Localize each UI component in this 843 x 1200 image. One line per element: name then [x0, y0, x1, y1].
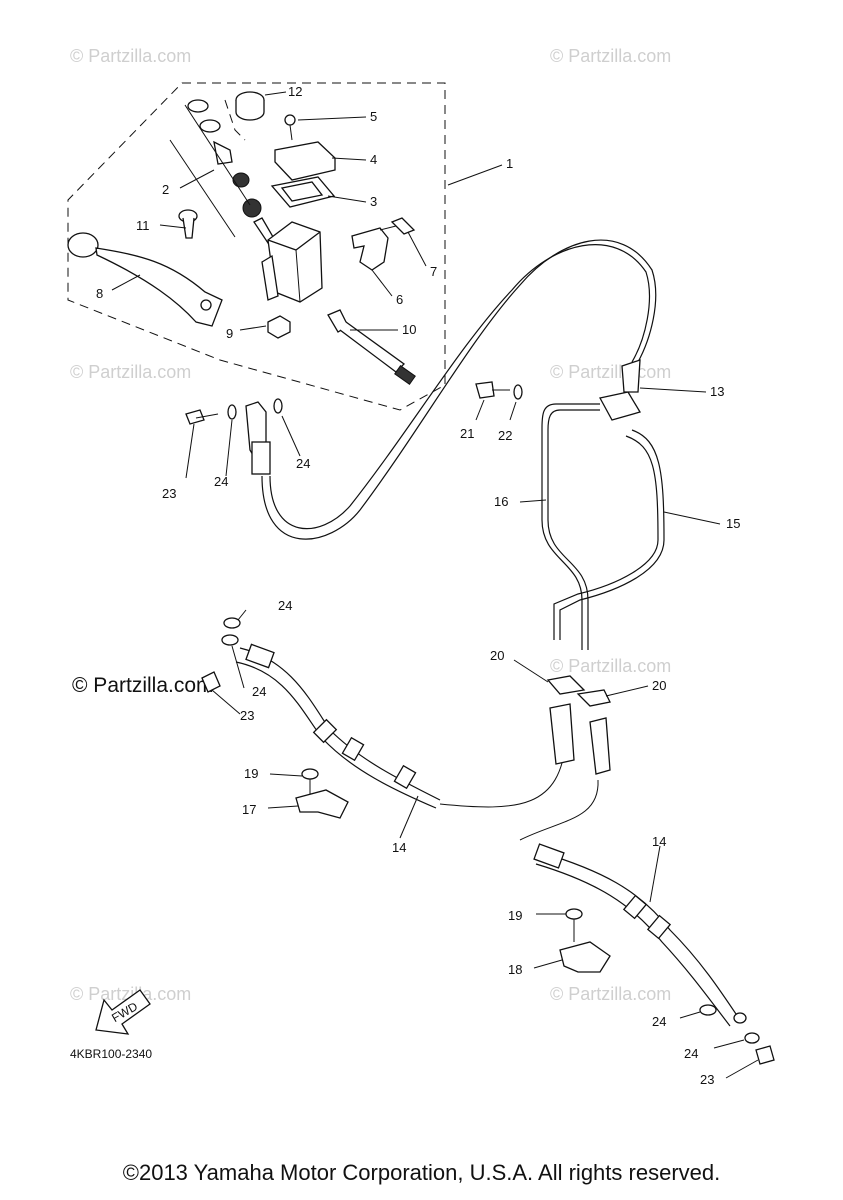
part-18-clamp[interactable]: [559, 941, 611, 973]
callout-2: 2: [162, 182, 169, 197]
part-15-brake-pipe[interactable]: [559, 429, 665, 640]
watermark: © Partzilla.com: [70, 46, 191, 66]
diagram-code: 4KBR100-2340: [70, 1047, 152, 1061]
callout-16: 16: [494, 494, 508, 509]
callout-22: 22: [498, 428, 512, 443]
part-19-bolt[interactable]: [301, 768, 319, 800]
callout-12: 12: [288, 84, 302, 99]
part-21-bolt[interactable]: [475, 381, 510, 399]
watermark: © Partzilla.com: [550, 656, 671, 676]
part-9-nut[interactable]: [267, 315, 291, 339]
part-7-bolt[interactable]: [379, 217, 416, 235]
watermark: © Partzilla.com: [550, 984, 671, 1004]
part-19-bolt[interactable]: [565, 908, 583, 942]
callout-14: 14: [392, 840, 406, 855]
part-14-right-lower-hose[interactable]: [519, 717, 747, 1027]
watermark: © Partzilla.com: [550, 46, 671, 66]
callout-23: 23: [240, 708, 254, 723]
watermark: © Partzilla.com: [70, 362, 191, 382]
part-3-diaphragm[interactable]: [270, 176, 336, 208]
part-13-joint[interactable]: [599, 359, 641, 421]
watermarks: © Partzilla.com © Partzilla.com © Partzi…: [70, 46, 671, 1004]
leader-lines-lower: [185, 387, 759, 1079]
callout-19: 19: [244, 766, 258, 781]
part-24-washer[interactable]: [699, 1004, 717, 1016]
part-10-brake-switch[interactable]: [327, 309, 416, 385]
part-8-brake-lever[interactable]: [67, 232, 223, 327]
callout-24: 24: [278, 598, 292, 613]
part-14-left-lower-hose[interactable]: [235, 643, 575, 809]
part-20-clamp[interactable]: [546, 675, 586, 695]
callout-10: 10: [402, 322, 416, 337]
upper-banjo-assembly[interactable]: [185, 398, 283, 475]
callout-24: 24: [214, 474, 228, 489]
callout-9: 9: [226, 326, 233, 341]
copyright-notice: ©2013 Yamaha Motor Corporation, U.S.A. A…: [122, 1160, 721, 1185]
part-20-clamp[interactable]: [576, 689, 611, 707]
callout-labels: 1 2 3 4 5 6 7 8 9 10 11 12 13 14 14 15 1…: [96, 84, 740, 1087]
master-cylinder-body[interactable]: [261, 221, 323, 303]
part-23-bolt[interactable]: [201, 671, 221, 693]
part-4-reservoir-cap[interactable]: [274, 141, 336, 181]
part-11-pivot-bolt[interactable]: [178, 209, 198, 239]
callout-19: 19: [508, 908, 522, 923]
callout-11: 11: [136, 218, 150, 233]
callout-24: 24: [296, 456, 310, 471]
part-22-washer[interactable]: [513, 384, 523, 400]
watermark: © Partzilla.com: [550, 362, 671, 382]
part-12-boot[interactable]: [235, 91, 265, 121]
callout-1: 1: [506, 156, 513, 171]
callout-7: 7: [430, 264, 437, 279]
part-5-screw[interactable]: [284, 114, 296, 141]
callout-18: 18: [508, 962, 522, 977]
part-6-holder[interactable]: [351, 227, 389, 271]
part-16-brake-pipe[interactable]: [547, 409, 600, 650]
callout-6: 6: [396, 292, 403, 307]
part-24-washer[interactable]: [744, 1032, 760, 1044]
callout-3: 3: [370, 194, 377, 209]
callout-13: 13: [710, 384, 724, 399]
callout-21: 21: [460, 426, 474, 441]
callout-23: 23: [700, 1072, 714, 1087]
callout-24: 24: [684, 1046, 698, 1061]
watermark: © Partzilla.com: [70, 984, 191, 1004]
part-2-piston-kit[interactable]: [169, 99, 277, 247]
leader-lines: [111, 91, 503, 331]
master-cylinder-assembly-boundary: [67, 82, 446, 411]
callout-17: 17: [242, 802, 256, 817]
callout-20: 20: [490, 648, 504, 663]
callout-24: 24: [252, 684, 266, 699]
part-24-washer[interactable]: [221, 617, 241, 646]
callout-5: 5: [370, 109, 377, 124]
callout-8: 8: [96, 286, 103, 301]
part-17-clamp[interactable]: [295, 789, 349, 819]
callout-23: 23: [162, 486, 176, 501]
part-14-upper-hose-run: [261, 239, 657, 540]
partzilla-watermark-main: © Partzilla.com: [72, 674, 214, 697]
callout-20: 20: [652, 678, 666, 693]
callout-24: 24: [652, 1014, 666, 1029]
callout-14: 14: [652, 834, 666, 849]
callout-15: 15: [726, 516, 740, 531]
part-23-bolt[interactable]: [755, 1045, 775, 1065]
callout-4: 4: [370, 152, 377, 167]
